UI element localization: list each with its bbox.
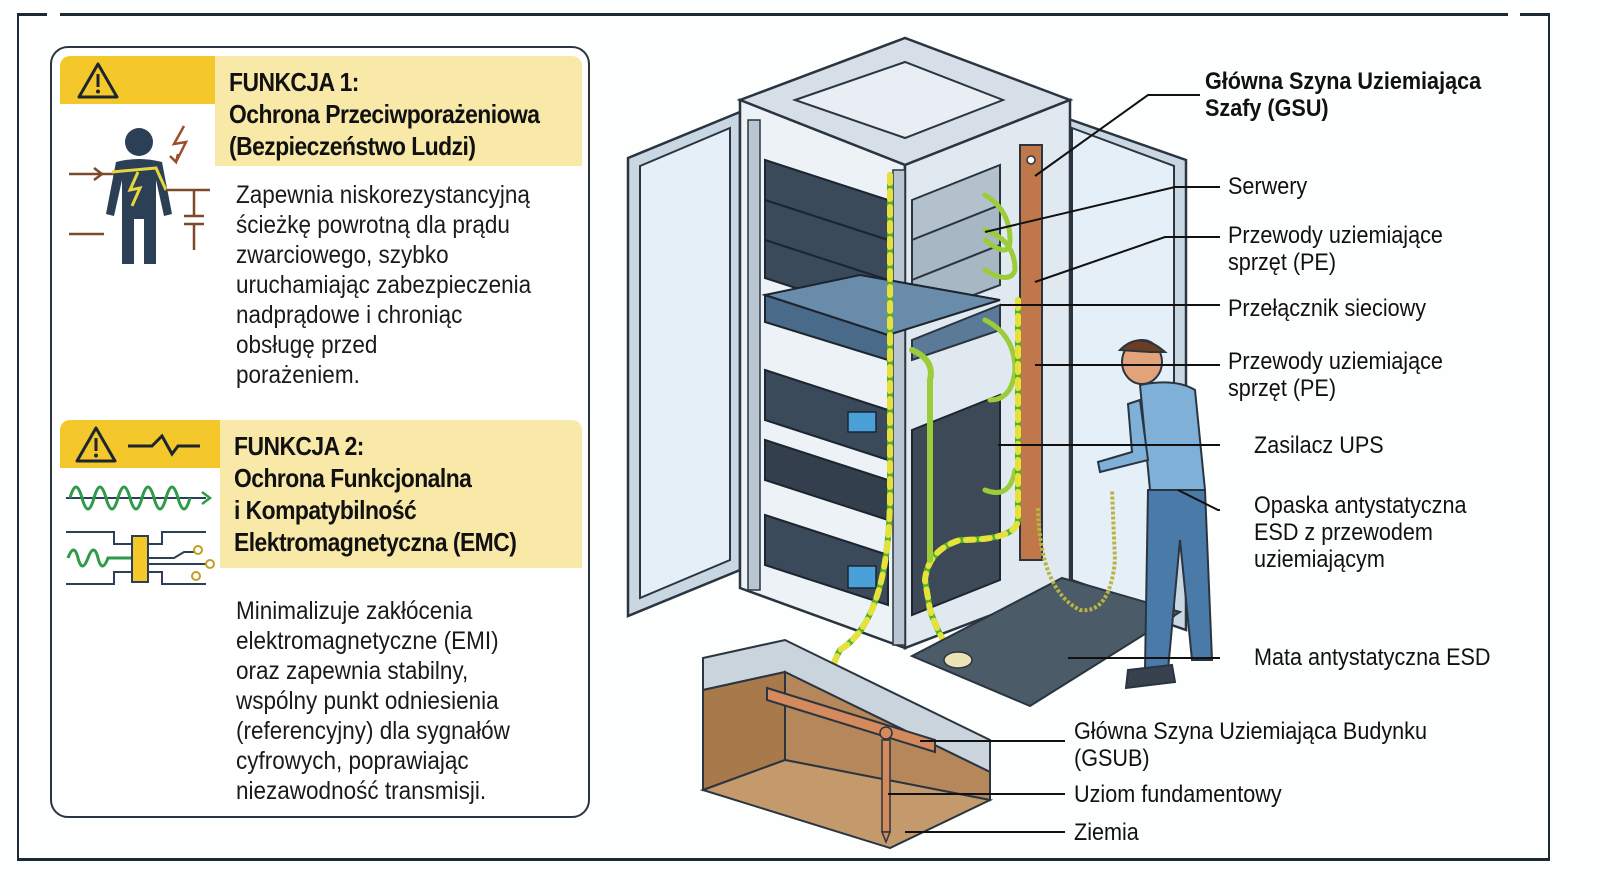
signal-wave-icon — [128, 433, 200, 457]
function-1-header: FUNKCJA 1: Ochrona Przeciwporażeniowa (B… — [60, 56, 582, 166]
frame-border — [60, 13, 1508, 16]
function-1-title-box: FUNKCJA 1: Ochrona Przeciwporażeniowa (B… — [215, 56, 582, 166]
description-line: zwarciowego, szybko — [236, 241, 449, 269]
description-line: porażeniem. — [236, 361, 360, 389]
warning-triangle-icon — [75, 426, 117, 463]
rack-left-door — [626, 110, 742, 618]
label-gsub: Główna Szyna Uziemiająca Budynku (GSUB) — [1074, 718, 1427, 772]
description-line: wspólny punkt odniesienia — [236, 687, 499, 715]
description-line: elektromagnetyczne (EMI) — [236, 627, 499, 655]
description-line: cyfrowych, poprawiając — [236, 747, 469, 775]
person-electric-shock-icon — [69, 125, 210, 264]
function-2-header: FUNKCJA 2: Ochrona Funkcjonalna i Kompat… — [60, 420, 582, 568]
function-1-badge — [60, 56, 216, 104]
description-line: Minimalizuje zakłócenia — [236, 597, 473, 625]
label-line: ESD z przewodem — [1254, 519, 1433, 546]
foundation-pit — [699, 638, 994, 850]
description-line: oraz zapewnia stabilny, — [236, 657, 469, 685]
warning-triangle-icon — [77, 62, 119, 99]
leader-lines — [888, 94, 1220, 833]
function-2-badge — [60, 420, 220, 468]
label-esd-mat: Mata antystatyczna ESD — [1254, 644, 1491, 671]
label-line: Przewody uziemiające — [1228, 348, 1443, 375]
network-switch — [761, 273, 1001, 362]
label-line: sprzęt (PE) — [1228, 249, 1337, 276]
label-line: (GSUB) — [1074, 745, 1150, 772]
description-line: ścieżkę powrotną dla prądu — [236, 211, 510, 239]
label-line: Opaska antystatyczna — [1254, 492, 1467, 519]
label-esd-wrist-strap: Opaska antystatyczna ESD z przewodem uzi… — [1254, 492, 1467, 573]
function-2-title: FUNKCJA 2: — [234, 431, 364, 461]
function-1-title: (Bezpieczeństwo Ludzi) — [229, 131, 476, 161]
label-line: Szafy (GSU) — [1205, 95, 1329, 122]
description-line: (referencyjny) dla sygnałów — [236, 717, 510, 745]
esd-coil-cord — [1036, 489, 1118, 613]
frame-border — [1548, 13, 1550, 861]
description-line: nadprądowe i chroniąc — [236, 301, 463, 329]
function-2-description: Minimalizuje zakłócenia elektromagnetycz… — [236, 596, 510, 806]
description-line: Zapewnia niskorezystancyjną — [236, 181, 530, 209]
server-rack-illustration — [626, 36, 1220, 850]
function-1-title: Ochrona Przeciwporażeniowa — [229, 99, 540, 129]
function-2-title: Elektromagnetyczna (EMC) — [234, 527, 517, 557]
label-servers: Serwery — [1228, 173, 1308, 200]
label-ups: Zasilacz UPS — [1254, 432, 1384, 459]
frame-border — [17, 858, 1550, 861]
label-earth: Ziemia — [1074, 819, 1139, 846]
label-network-switch: Przełącznik sieciowy — [1228, 295, 1427, 322]
functions-panel: FUNKCJA 1: Ochrona Przeciwporażeniowa (B… — [50, 46, 590, 818]
description-line: obsługę przed — [236, 331, 378, 359]
technician-figure — [1096, 339, 1214, 690]
frame-border — [17, 13, 19, 861]
label-line: uziemiającym — [1254, 546, 1385, 573]
description-line: niezawodność transmisji. — [236, 777, 487, 805]
frame-border — [17, 13, 47, 16]
label-pe-cables-1: Przewody uziemiające sprzęt (PE) — [1228, 222, 1443, 276]
cabinet-grounding-busbar — [1019, 144, 1043, 561]
label-gsu: Główna Szyna Uziemiająca Szafy (GSU) — [1205, 68, 1481, 122]
label-line: Główna Szyna Uziemiająca Budynku — [1074, 718, 1427, 745]
label-foundation-electrode: Uziom fundamentowy — [1074, 781, 1282, 808]
function-2-title: Ochrona Funkcjonalna — [234, 463, 472, 493]
label-line: Przewody uziemiające — [1228, 222, 1443, 249]
emi-filter-circuit-icon — [66, 485, 215, 585]
label-line: sprzęt (PE) — [1228, 375, 1337, 402]
function-2-title-box: FUNKCJA 2: Ochrona Funkcjonalna i Kompat… — [220, 420, 582, 568]
label-pe-cables-2: Przewody uziemiające sprzęt (PE) — [1228, 348, 1443, 402]
label-line: Główna Szyna Uziemiająca — [1205, 68, 1482, 95]
frame-border — [1520, 13, 1550, 16]
esd-mat — [909, 576, 1183, 708]
function-1-title: FUNKCJA 1: — [229, 67, 360, 97]
function-1-description: Zapewnia niskorezystancyjną ścieżkę powr… — [236, 180, 531, 390]
function-2-title: i Kompatybilność — [234, 495, 417, 525]
description-line: uruchamiając zabezpieczenia — [236, 271, 532, 299]
